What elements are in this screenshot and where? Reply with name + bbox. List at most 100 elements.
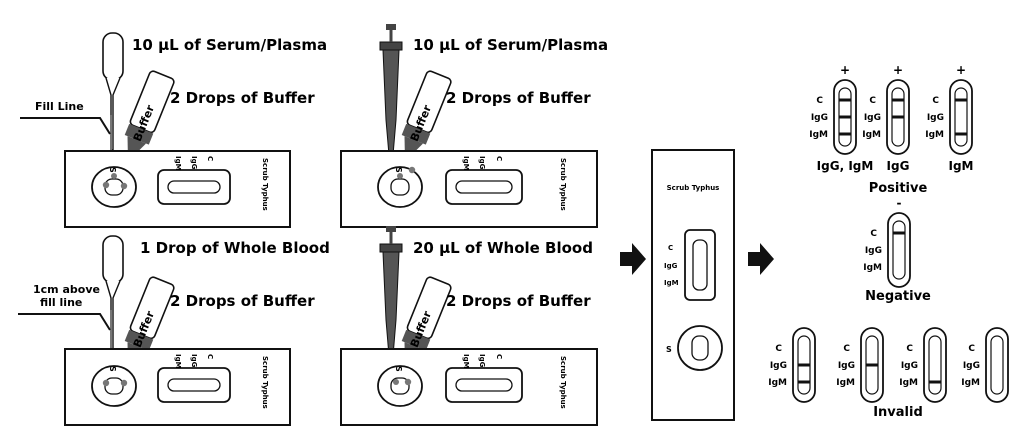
vertical-cassette: Scrub Typhus C IgG IgM S xyxy=(651,149,735,421)
buffer-bottle-icon: Buffer xyxy=(401,70,452,155)
igm-mark: IgM xyxy=(174,156,182,171)
igm-mark: IgM xyxy=(809,130,828,140)
buffer-bottle-icon: Buffer xyxy=(124,70,175,155)
test-cassette: S IgM IgG C Scrub Typhus xyxy=(64,150,291,228)
igm-mark: IgM xyxy=(462,156,470,171)
negative-label: Negative xyxy=(865,289,931,304)
panel-top-left: Buffer 10 µL of Serum/Plasma 2 Drops of … xyxy=(20,32,327,228)
result-line-igg xyxy=(892,115,904,119)
buffer-instruction: 2 Drops of Buffer xyxy=(446,89,591,107)
cassette-title: Scrub Typhus xyxy=(667,184,720,192)
igg-mark: IgG xyxy=(664,262,678,270)
control-mark: C xyxy=(495,354,503,359)
arrow-right-icon xyxy=(620,243,646,275)
result-line-igm xyxy=(798,380,810,384)
strip-window xyxy=(928,335,942,395)
fill-line-pointer xyxy=(20,117,111,135)
buffer-drop-icon xyxy=(408,166,416,174)
result-line-igm xyxy=(955,132,967,136)
result-line-c xyxy=(892,98,904,102)
sample-well-mark: S xyxy=(666,345,672,354)
control-mark: C xyxy=(906,344,913,354)
test-cassette: S IgM IgG C Scrub Typhus xyxy=(340,150,598,228)
buffer-instruction: 2 Drops of Buffer xyxy=(170,292,315,310)
igm-mark: IgM xyxy=(174,354,182,369)
invalid-label: Invalid xyxy=(873,405,923,420)
sample-well-mark: S xyxy=(108,366,117,372)
fill-line-note: 1cm above xyxy=(33,283,100,296)
cassette-title: Scrub Typhus xyxy=(559,356,567,409)
fill-line-note: fill line xyxy=(40,296,82,309)
specimen-instruction: 20 µL of Whole Blood xyxy=(413,239,593,257)
igg-mark: IgG xyxy=(901,361,918,371)
fill-line-label: Fill Line xyxy=(35,100,84,113)
igg-mark: IgG xyxy=(864,113,881,123)
result-line-igg xyxy=(798,363,810,367)
control-mark: C xyxy=(816,96,823,106)
buffer-instruction: 2 Drops of Buffer xyxy=(446,292,591,310)
positive-label: Positive xyxy=(869,181,928,196)
panel-top-right: Buffer 10 µL of Serum/Plasma 2 Drops of … xyxy=(340,24,608,228)
strip-window xyxy=(990,335,1004,395)
igm-mark: IgM xyxy=(664,279,679,287)
dropper-icon xyxy=(102,32,124,151)
buffer-drop-icon xyxy=(120,182,128,190)
control-mark: C xyxy=(495,156,503,161)
pipette-icon xyxy=(379,226,403,357)
result-case-label: IgG xyxy=(887,159,910,173)
fill-line-pointer xyxy=(18,313,111,331)
buffer-drop-icon xyxy=(404,378,412,386)
igg-mark: IgG xyxy=(478,354,486,368)
specimen-instruction: 1 Drop of Whole Blood xyxy=(140,239,330,257)
result-line-c xyxy=(839,98,851,102)
control-mark: C xyxy=(968,344,975,354)
control-mark: C xyxy=(869,96,876,106)
igg-mark: IgG xyxy=(190,156,198,170)
result-line-c xyxy=(955,98,967,102)
result-line-igm xyxy=(929,380,941,384)
result-sign: + xyxy=(893,63,903,77)
igm-mark: IgM xyxy=(899,378,918,388)
sample-well-mark: S xyxy=(394,167,403,173)
buffer-drop-icon xyxy=(102,379,110,387)
result-line-igg xyxy=(866,363,878,367)
control-mark: C xyxy=(775,344,782,354)
specimen-instruction: 10 µL of Serum/Plasma xyxy=(132,36,327,54)
buffer-instruction: 2 Drops of Buffer xyxy=(170,89,315,107)
igg-mark: IgG xyxy=(838,361,855,371)
igm-mark: IgM xyxy=(961,378,980,388)
result-sign: + xyxy=(956,63,966,77)
control-mark: C xyxy=(206,156,214,161)
igm-mark: IgM xyxy=(862,130,881,140)
result-case-label: IgG, IgM xyxy=(817,159,874,173)
control-mark: C xyxy=(870,229,877,239)
control-mark: C xyxy=(668,244,673,252)
sample-well-mark: S xyxy=(108,167,117,173)
result-line-igg xyxy=(839,115,851,119)
buffer-drop-icon xyxy=(120,379,128,387)
result-case-label: IgM xyxy=(949,159,974,173)
control-mark: C xyxy=(932,96,939,106)
strip-window xyxy=(892,220,906,280)
sample-drop-icon xyxy=(397,173,403,179)
test-cassette: S IgM IgG C Scrub Typhus xyxy=(340,348,598,426)
igm-mark: IgM xyxy=(863,263,882,273)
arrow-right-icon xyxy=(748,243,774,275)
result-line-igm xyxy=(839,132,851,136)
result-sign: + xyxy=(840,63,850,77)
sample-well-mark: S xyxy=(394,366,403,372)
buffer-drop-icon xyxy=(102,181,110,189)
panel-bottom-right: Buffer 20 µL of Whole Blood 2 Drops of B… xyxy=(340,226,598,426)
cassette-title: Scrub Typhus xyxy=(261,356,269,409)
igm-mark: IgM xyxy=(925,130,944,140)
test-cassette: S IgM IgG C Scrub Typhus xyxy=(64,348,291,426)
cassette-title: Scrub Typhus xyxy=(559,158,567,211)
igg-mark: IgG xyxy=(963,361,980,371)
igm-mark: IgM xyxy=(462,354,470,369)
control-mark: C xyxy=(206,354,214,359)
result-sign: - xyxy=(897,196,902,210)
pipette-icon xyxy=(379,24,403,156)
igg-mark: IgG xyxy=(865,246,882,256)
sample-drop-icon xyxy=(393,379,399,385)
panel-bottom-left: Buffer 1 Drop of Whole Blood 2 Drops of … xyxy=(18,235,330,426)
